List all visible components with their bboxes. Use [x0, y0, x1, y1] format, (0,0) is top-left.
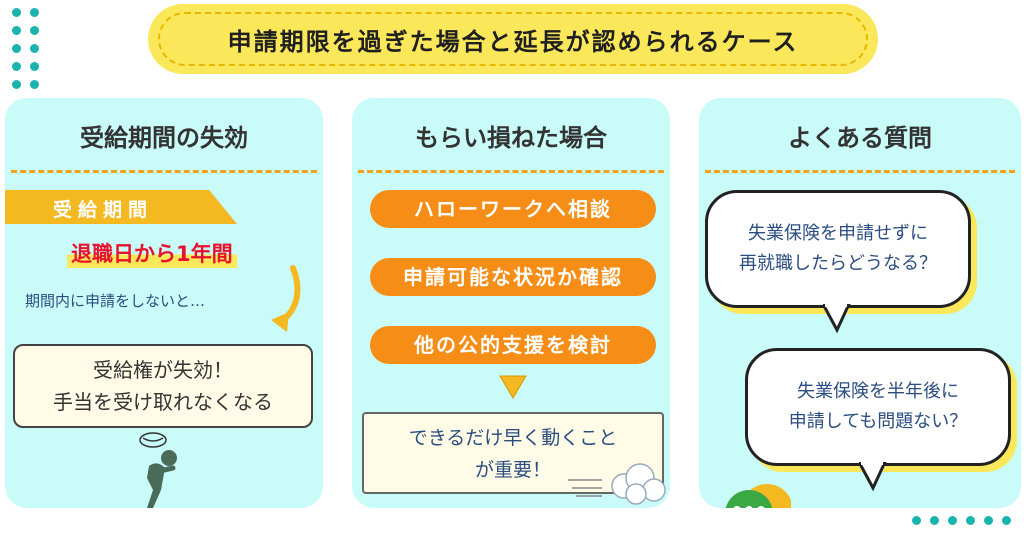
panel-heading: 受給期間の失効 — [80, 124, 248, 152]
question-line: 再就職したらどうなる？ — [739, 253, 937, 274]
panel-benefit-expiry: 受給期間の失効 受給期間 退職日から1年間 期間内に申請をしないと… 受給権が失… — [5, 98, 323, 508]
decorative-dots-top-left — [0, 0, 60, 90]
result-line: 手当を受け取れなくなる — [53, 390, 273, 414]
result-line: 受給権が失効！ — [93, 358, 233, 382]
step-consider-other-support: 他の公的支援を検討 — [370, 326, 656, 364]
title-banner: 申請期限を過ぎた場合と延長が認められるケース — [148, 4, 878, 74]
question-line: 申請しても問題ない？ — [788, 411, 968, 432]
divider — [705, 170, 1015, 173]
advice-box: できるだけ早く動くこと が重要！ — [362, 412, 664, 494]
ribbon-text: 受給期間 — [53, 199, 154, 221]
page-title: 申請期限を過ぎた場合と延長が認められるケース — [158, 12, 868, 66]
chat-icon — [725, 484, 791, 508]
result-box: 受給権が失効！ 手当を受け取れなくなる — [13, 344, 313, 428]
advice-line: が重要！ — [474, 459, 551, 481]
faq-question-2: 失業保険を半年後に 申請しても問題ない？ — [745, 348, 1011, 466]
divider — [11, 170, 317, 173]
step-check-eligibility: 申請可能な状況か確認 — [370, 258, 656, 296]
divider — [358, 170, 664, 173]
highlight-period: 退職日から1年間 — [67, 238, 237, 268]
distressed-person-icon — [139, 432, 177, 508]
step-consult-hellowork: ハローワークへ相談 — [370, 190, 656, 228]
question-line: 失業保険を申請せずに — [748, 223, 928, 244]
advice-line: できるだけ早く動くこと — [408, 427, 618, 449]
bubble-tail — [823, 304, 851, 334]
bubble-tail — [859, 462, 887, 492]
faq-question-1: 失業保険を申請せずに 再就職したらどうなる？ — [705, 190, 971, 308]
warning-note: 期間内に申請をしないと… — [25, 292, 206, 310]
ribbon-label: 受給期間 — [5, 190, 237, 224]
panel-heading: よくある質問 — [788, 124, 932, 152]
decorative-dots-bottom-right — [912, 510, 1022, 538]
question-line: 失業保険を半年後に — [797, 381, 959, 402]
dust-cloud-icon — [568, 463, 666, 505]
panel-faq: よくある質問 失業保険を申請せずに 再就職したらどうなる？ 失業保険を半年後に … — [699, 98, 1021, 508]
panel-missed-claim: もらい損ねた場合 ハローワークへ相談 申請可能な状況か確認 他の公的支援を検討 … — [352, 98, 670, 508]
down-arrow-icon — [499, 375, 527, 399]
curved-arrow-icon — [271, 265, 301, 332]
panel-heading: もらい損ねた場合 — [415, 124, 607, 152]
